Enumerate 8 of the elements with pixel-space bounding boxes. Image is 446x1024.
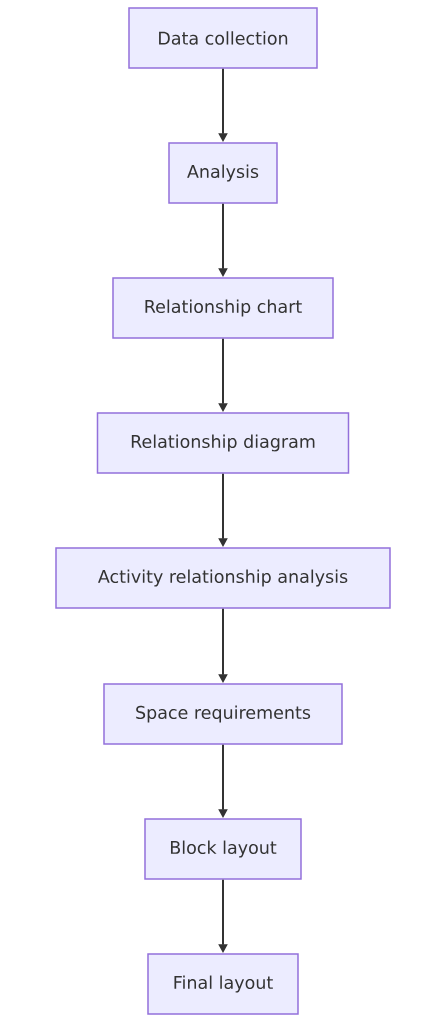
process-box: Space requirements (103, 683, 343, 745)
process-box: Activity relationship analysis (55, 547, 391, 609)
process-box: Block layout (144, 818, 302, 880)
process-box: Analysis (168, 142, 278, 204)
process-box: Relationship chart (112, 277, 334, 339)
process-box: Final layout (147, 953, 299, 1015)
process-box: Data collection (128, 7, 318, 69)
process-box: Relationship diagram (96, 412, 350, 474)
